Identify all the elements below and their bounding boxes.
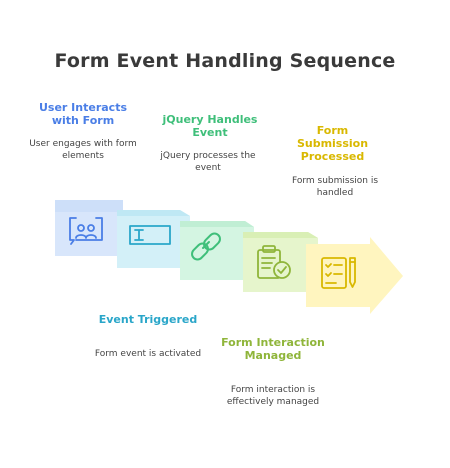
step-3-desc: jQuery processes the event <box>160 151 256 173</box>
form-pen-icon <box>321 257 356 289</box>
step-3-panel <box>180 221 254 280</box>
step-2-panel <box>117 210 190 268</box>
step-3-label: jQuery Handles Event <box>162 113 258 139</box>
users-chat-icon <box>69 217 103 245</box>
step-5-label: Form Submission Processed <box>296 124 369 163</box>
step-1-panel <box>55 200 123 256</box>
step-1-desc: User engages with form elements <box>29 139 137 161</box>
step-2-label: Event Triggered <box>98 313 198 326</box>
step-4-desc: Form interaction is effectively managed <box>226 385 320 407</box>
step-1-label: User Interacts with Form <box>38 101 127 127</box>
step-2-desc: Form event is activated <box>94 349 202 359</box>
clipboard-check-icon <box>257 245 291 279</box>
step-4-label: Form Interaction Managed <box>221 336 325 362</box>
diagram-title: Form Event Handling Sequence <box>54 50 396 72</box>
step-5-desc: Form submission is handled <box>291 176 379 198</box>
text-cursor-icon <box>129 225 171 245</box>
link-icon <box>191 232 221 261</box>
